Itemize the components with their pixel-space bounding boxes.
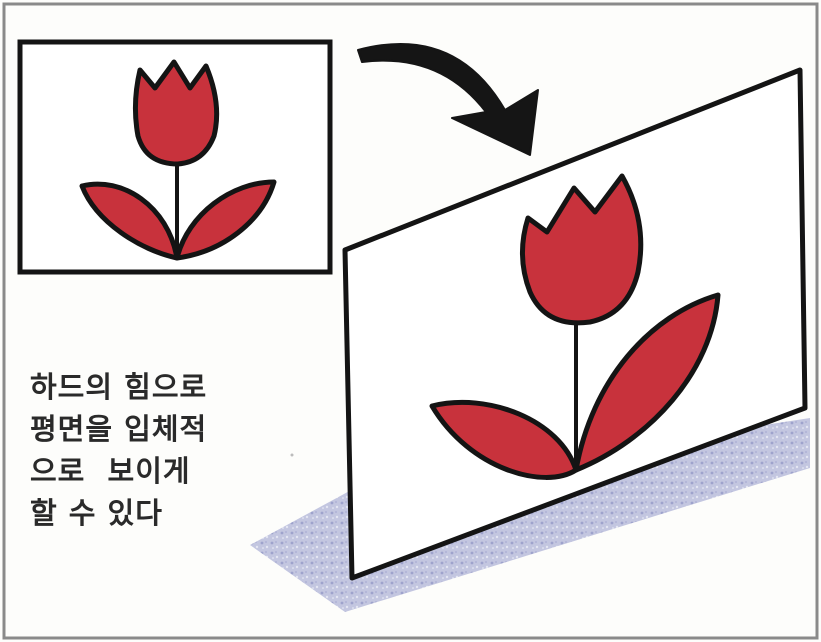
caption-line-2: 평면을 입체적 [30, 412, 208, 446]
caption-line-1: 하드의 힘으로 [30, 370, 208, 404]
flat-tulip-card [17, 39, 333, 275]
caption-line-4: 할 수 있다 [30, 496, 163, 530]
curved-arrow-icon [357, 43, 539, 156]
caption-line-3: 으로 보이게 [30, 454, 191, 488]
tulip-icon [79, 59, 277, 261]
standing-tulip-card [342, 67, 808, 581]
speck [290, 453, 294, 457]
tulip-icon [429, 173, 721, 480]
caption-text: 하드의 힘으로 평면을 입체적 으로 보이게 할 수 있다 [30, 366, 280, 534]
